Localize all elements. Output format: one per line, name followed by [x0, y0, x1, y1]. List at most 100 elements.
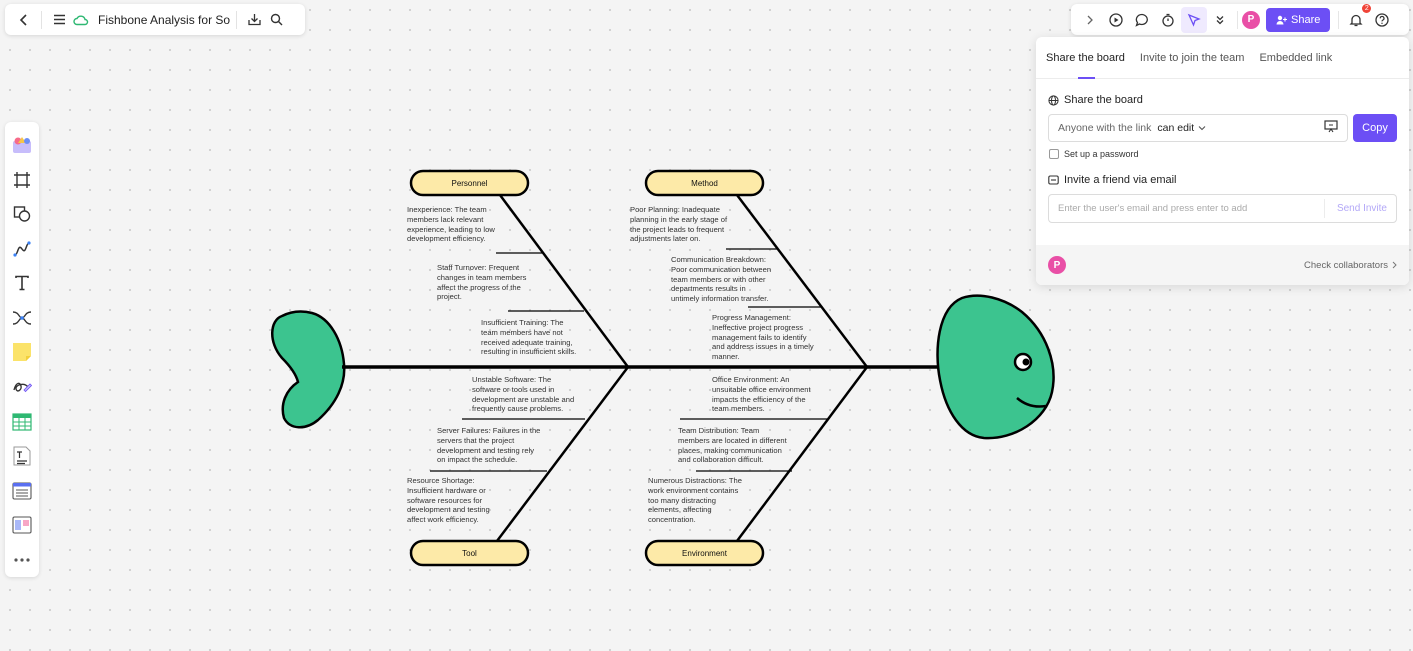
bone-environment — [735, 366, 869, 542]
present-link-button[interactable] — [1324, 120, 1338, 136]
more-icon — [14, 558, 30, 562]
share-button-label: Share — [1291, 13, 1321, 26]
top-left-bar: Fishbone Analysis for So... — [5, 4, 305, 35]
permission-dropdown[interactable]: can edit — [1157, 122, 1206, 134]
sticky-note-icon — [13, 343, 31, 362]
cloud-sync-button[interactable] — [70, 9, 92, 31]
share-panel: Share the board Invite to join the team … — [1036, 37, 1409, 285]
tool-text[interactable] — [8, 266, 36, 301]
pen-icon — [13, 382, 32, 393]
cause-numerous-distractions[interactable]: Numerous Distractions: The work environm… — [648, 476, 742, 525]
tool-sticky-note[interactable] — [8, 335, 36, 370]
download-button[interactable] — [243, 9, 265, 31]
cause-resource-shortage[interactable]: Resource Shortage: Insufficient hardware… — [407, 476, 490, 525]
text-block-icon — [13, 446, 31, 466]
cloud-sync-icon — [73, 14, 89, 25]
present-button[interactable] — [1103, 7, 1129, 33]
tool-shapes[interactable] — [8, 197, 36, 232]
cause-unstable-software[interactable]: Unstable Software: The software or tools… — [472, 375, 575, 414]
tab-invite-to-team[interactable]: Invite to join the team — [1139, 51, 1245, 64]
password-row: Set up a password — [1036, 149, 1409, 159]
permission-value: can edit — [1157, 122, 1195, 134]
mindmap-icon — [12, 311, 32, 325]
shapes-icon — [13, 206, 31, 223]
password-checkbox[interactable] — [1049, 149, 1059, 159]
collaborator-avatar[interactable]: P — [1048, 256, 1066, 274]
invite-email-input[interactable] — [1049, 203, 1324, 214]
cause-server-failures[interactable]: Server Failures: Failures in the servers… — [437, 426, 541, 465]
comment-icon — [1135, 13, 1148, 27]
collapse-button[interactable] — [1077, 7, 1103, 33]
cause-poor-planning[interactable]: Poor Planning: Inadequate planning in th… — [630, 205, 728, 244]
tool-frame[interactable] — [8, 163, 36, 198]
share-button[interactable]: Share — [1266, 7, 1331, 32]
add-user-icon — [1276, 15, 1287, 24]
cause-communication-breakdown[interactable]: Communication Breakdown: Poor communicat… — [671, 255, 772, 304]
share-link-field[interactable]: Anyone with the link can edit — [1048, 114, 1348, 142]
tool-text-block[interactable] — [8, 439, 36, 474]
collaborators-footer: P Check collaborators — [1036, 245, 1409, 285]
link-access-text: Anyone with the link — [1058, 122, 1152, 134]
back-button[interactable] — [13, 9, 35, 31]
chevron-left-icon — [19, 13, 27, 26]
copy-button[interactable]: Copy — [1353, 114, 1397, 142]
comment-button[interactable] — [1129, 7, 1155, 33]
timer-button[interactable] — [1155, 7, 1181, 33]
check-collaborators-link[interactable]: Check collaborators — [1304, 260, 1397, 271]
bone-tool — [496, 366, 629, 542]
user-avatar[interactable]: P — [1242, 10, 1260, 29]
divider — [1237, 10, 1238, 29]
category-environment[interactable]: Environment — [644, 539, 765, 567]
tool-mindmap[interactable] — [8, 301, 36, 336]
tab-embedded-link[interactable]: Embedded link — [1259, 51, 1333, 64]
table-icon — [12, 412, 32, 431]
globe-icon — [1048, 94, 1059, 106]
tool-templates[interactable] — [8, 128, 36, 163]
chevron-down-icon — [1198, 126, 1206, 131]
password-label: Set up a password — [1064, 149, 1139, 159]
tool-more[interactable] — [8, 542, 36, 577]
category-method[interactable]: Method — [644, 169, 765, 197]
fish-tail[interactable] — [271, 310, 346, 429]
mail-icon — [1048, 175, 1059, 185]
cause-progress-management[interactable]: Progress Management: Ineffective project… — [712, 313, 814, 362]
presentation-icon — [1324, 120, 1338, 133]
cause-staff-turnover[interactable]: Staff Turnover: Frequent changes in team… — [437, 263, 527, 302]
help-icon — [1375, 12, 1390, 27]
tool-connector[interactable] — [8, 232, 36, 267]
search-button[interactable] — [265, 9, 287, 31]
category-personnel-label: Personnel — [451, 179, 487, 188]
tool-table[interactable] — [8, 404, 36, 439]
cause-insufficient-training[interactable]: Insufficient Training: The team members … — [481, 318, 577, 357]
menu-button[interactable] — [48, 9, 70, 31]
download-icon — [247, 14, 261, 26]
help-button[interactable] — [1369, 7, 1395, 33]
board-title[interactable]: Fishbone Analysis for So... — [98, 12, 230, 27]
kanban-icon — [12, 516, 32, 534]
bone-personnel — [498, 194, 630, 368]
divider — [236, 10, 237, 29]
bell-icon — [1349, 14, 1363, 26]
bone-method — [736, 194, 868, 368]
connector-icon — [13, 241, 31, 257]
tool-pen[interactable] — [8, 370, 36, 405]
notifications-button[interactable]: 2 — [1343, 3, 1372, 33]
cause-office-environment[interactable]: Office Environment: An unsuitable office… — [712, 375, 811, 414]
expand-more-button[interactable] — [1207, 7, 1233, 33]
category-personnel[interactable]: Personnel — [409, 169, 530, 197]
notification-badge: 2 — [1362, 3, 1372, 13]
cursor-follow-button[interactable] — [1181, 6, 1207, 33]
share-tabs: Share the board Invite to join the team … — [1036, 37, 1409, 79]
tool-kanban[interactable] — [8, 508, 36, 543]
send-invite-button[interactable]: Send Invite — [1323, 199, 1396, 218]
text-icon — [15, 276, 29, 291]
cursor-icon — [1187, 13, 1201, 27]
category-tool[interactable]: Tool — [409, 539, 530, 567]
cause-inexperience[interactable]: Inexperience: The team members lack rele… — [407, 205, 495, 244]
invite-row: Send Invite — [1048, 194, 1397, 223]
fish-head[interactable] — [936, 294, 1055, 440]
tab-share-the-board[interactable]: Share the board — [1046, 37, 1125, 79]
cause-team-distribution[interactable]: Team Distribution: Team members are loca… — [678, 426, 787, 465]
tool-list[interactable] — [8, 473, 36, 508]
